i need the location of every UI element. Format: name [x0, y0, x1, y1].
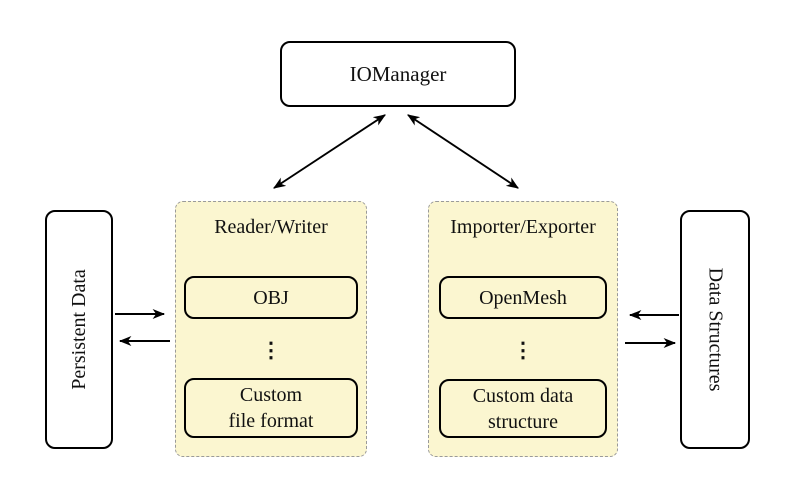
node-obj: OBJ [184, 276, 358, 319]
node-obj-label: OBJ [253, 286, 289, 309]
node-persistent-data: Persistent Data [45, 210, 113, 449]
ellipsis-vertical-left: ⋮ [260, 338, 282, 362]
arrow-iomanager-importerexporter [407, 114, 519, 189]
node-custom-data-structure-label: Custom data structure [472, 384, 574, 433]
node-custom-file-format-label: Custom file format [228, 384, 314, 432]
node-persistent-data-label: Persistent Data [67, 269, 90, 390]
group-reader-writer-title: Reader/Writer [214, 216, 328, 238]
group-reader-writer: Reader/Writer OBJ ⋮ Custom file format [175, 201, 367, 457]
ellipsis-vertical-right: ⋮ [512, 338, 534, 362]
node-openmesh-label: OpenMesh [479, 286, 567, 309]
node-custom-data-structure: Custom data structure [439, 379, 607, 438]
node-iomanager-label: IOManager [349, 61, 447, 86]
node-iomanager: IOManager [280, 41, 516, 107]
group-importer-exporter-title: Importer/Exporter [450, 216, 596, 238]
node-custom-file-format: Custom file format [184, 378, 358, 438]
node-openmesh: OpenMesh [439, 276, 607, 319]
arrow-iomanager-readerwriter [273, 114, 386, 189]
group-importer-exporter: Importer/Exporter OpenMesh ⋮ Custom data… [428, 201, 618, 457]
node-data-structures-label: Data Structures [704, 267, 727, 392]
node-data-structures: Data Structures [680, 210, 750, 449]
